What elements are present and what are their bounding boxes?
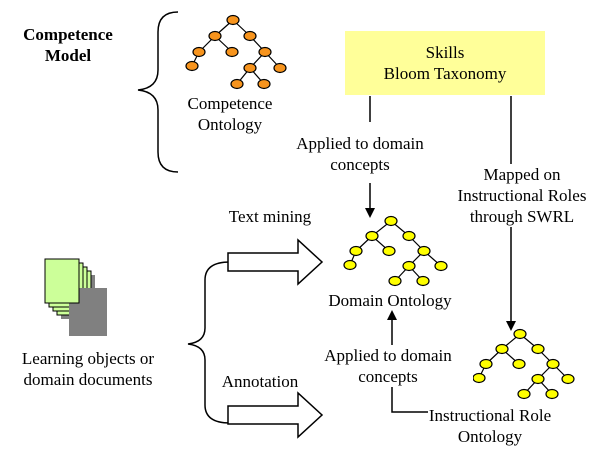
instructional-role-tree-icon xyxy=(472,328,575,400)
learning-objects-line2: domain documents xyxy=(23,370,153,389)
mapped-line2: Instructional Roles xyxy=(457,186,587,205)
documents-brace xyxy=(187,261,231,424)
skills-box xyxy=(345,31,545,95)
applied-top-line2: concepts xyxy=(330,155,390,174)
skills-line1: Skills xyxy=(425,43,465,62)
annotation-label: Annotation xyxy=(221,372,299,391)
skills-label: Skills Bloom Taxonomy xyxy=(345,42,545,84)
skills-line2: Bloom Taxonomy xyxy=(383,64,507,83)
instructional-role-label: Instructional Role Ontology xyxy=(415,405,565,447)
text-mining-arrow xyxy=(227,238,324,286)
applied-bottom-line2: concepts xyxy=(358,367,418,386)
competence-ontology-label: Competence Ontology xyxy=(170,93,290,135)
learning-objects-line1: Learning objects or xyxy=(21,349,155,368)
documents-icon xyxy=(44,258,107,336)
competence-model-line1: Competence xyxy=(23,25,113,44)
learning-objects-label: Learning objects or domain documents xyxy=(3,348,173,390)
competence-ontology-line1: Competence xyxy=(187,94,273,113)
competence-brace xyxy=(137,11,179,173)
competence-model-line2: Model xyxy=(44,46,92,65)
applied-top-label: Applied to domain concepts xyxy=(275,133,445,175)
domain-ontology-label: Domain Ontology xyxy=(328,291,452,310)
text-mining-label: Text mining xyxy=(228,207,312,226)
mapped-line1: Mapped on xyxy=(483,165,561,184)
annotation-arrow xyxy=(227,391,324,439)
competence-ontology-tree-icon xyxy=(185,14,287,90)
competence-ontology-line2: Ontology xyxy=(197,115,263,134)
instructional-role-line1: Instructional Role xyxy=(428,406,552,425)
mapped-line3: through SWRL xyxy=(469,207,575,226)
applied-bottom-label: Applied to domain concepts xyxy=(303,345,473,387)
competence-model-label: Competence Model xyxy=(8,24,128,66)
applied-top-line1: Applied to domain xyxy=(296,134,424,153)
mapped-label: Mapped on Instructional Roles through SW… xyxy=(452,164,592,227)
domain-ontology-tree-icon xyxy=(343,215,448,287)
applied-bottom-line1: Applied to domain xyxy=(324,346,452,365)
instructional-role-line2: Ontology xyxy=(457,427,523,446)
